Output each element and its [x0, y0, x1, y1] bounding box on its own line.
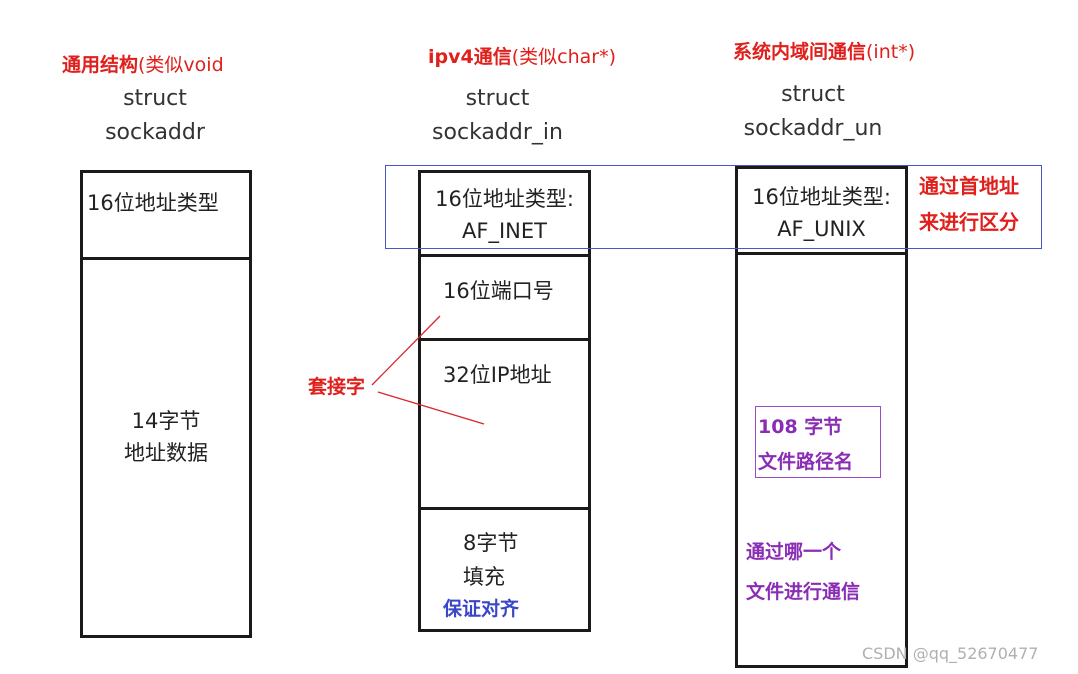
col3-path-size: 108 字节	[758, 416, 843, 438]
col3-struct-line1: struct	[781, 82, 845, 107]
col1-address-data-line1: 14字节	[131, 409, 201, 433]
col3-struct-line2: sockaddr_un	[743, 116, 883, 141]
col1-title-red: 通用结构	[62, 54, 139, 76]
highlight-callout-line2: 来进行区分	[919, 210, 1019, 234]
col1-address-type-label: 16位地址类型	[87, 191, 219, 215]
col2-address-type-line2: AF_INET	[462, 219, 547, 243]
col2-address-type-line1: 16位地址类型:	[435, 187, 574, 211]
highlight-callout-line1: 通过首地址	[919, 174, 1019, 198]
col1-struct-line2: sockaddr	[105, 120, 205, 145]
col1-address-data-cell: 14字节 地址数据	[83, 260, 249, 635]
col2-ip-label: 32位IP地址	[443, 363, 552, 387]
col1-struct-line1: struct	[123, 86, 187, 111]
col2-title-tail: (类似char*)	[511, 46, 617, 68]
col2-address-type-label: 16位地址类型: AF_INET	[421, 183, 588, 247]
col3-address-type-line2: AF_UNIX	[777, 217, 866, 241]
col2-struct-name: struct sockaddr_in	[415, 82, 580, 150]
col1-title: 通用结构(类似void	[62, 50, 224, 77]
col2-alignment-note: 保证对齐	[443, 598, 520, 620]
col2-title-red: ipv4通信	[428, 46, 512, 68]
col3-title-red: 系统内域间通信	[733, 41, 867, 63]
highlight-callout: 通过首地址 来进行区分	[919, 168, 1019, 240]
col1-address-data-label: 14字节 地址数据	[83, 405, 249, 469]
col2-ip-cell: 32位IP地址	[421, 341, 588, 510]
col2-padding-label: 8字节 填充	[463, 526, 518, 594]
col2-padding-line2: 填充	[463, 565, 505, 589]
col3-struct-name: struct sockaddr_un	[732, 78, 894, 146]
col3-address-type-label: 16位地址类型: AF_UNIX	[738, 181, 905, 245]
col2-struct-line1: struct	[465, 86, 530, 111]
col2-title: ipv4通信(类似char*)	[428, 42, 616, 69]
col3-address-type-line1: 16位地址类型:	[752, 185, 891, 209]
col2-padding-line1: 8字节	[463, 531, 519, 555]
socket-label: 套接字	[308, 376, 366, 398]
col3-sockaddr-un-box: 16位地址类型: AF_UNIX	[735, 166, 908, 668]
col2-port-label: 16位端口号	[443, 279, 554, 303]
col3-address-type-cell: 16位地址类型: AF_UNIX	[738, 169, 905, 255]
col1-struct-name: struct sockaddr	[80, 82, 230, 150]
col2-padding-cell: 8字节 填充 保证对齐	[421, 510, 588, 629]
col2-port-cell: 16位端口号	[421, 257, 588, 341]
col1-title-tail: (类似void	[138, 54, 224, 76]
col3-file-note-line2: 文件进行通信	[746, 581, 861, 603]
col3-title-tail: (int*)	[866, 41, 916, 63]
csdn-watermark: CSDN @qq_52670477	[862, 644, 1039, 663]
col3-title: 系统内域间通信(int*)	[733, 37, 915, 64]
col1-sockaddr-box: 16位地址类型 14字节 地址数据	[80, 170, 252, 638]
col3-file-note: 通过哪一个 文件进行通信	[746, 532, 860, 612]
col1-address-type-cell: 16位地址类型	[83, 173, 249, 260]
col3-path-name: 文件路径名	[758, 451, 854, 473]
col3-path-callout: 108 字节 文件路径名	[755, 406, 881, 478]
col1-address-data-line2: 地址数据	[124, 441, 208, 465]
col2-sockaddr-in-box: 16位地址类型: AF_INET 16位端口号 32位IP地址 8字节 填充 保…	[418, 170, 591, 632]
col3-file-note-line1: 通过哪一个	[746, 541, 842, 563]
col2-struct-line2: sockaddr_in	[432, 120, 563, 145]
col2-address-type-cell: 16位地址类型: AF_INET	[421, 173, 588, 257]
